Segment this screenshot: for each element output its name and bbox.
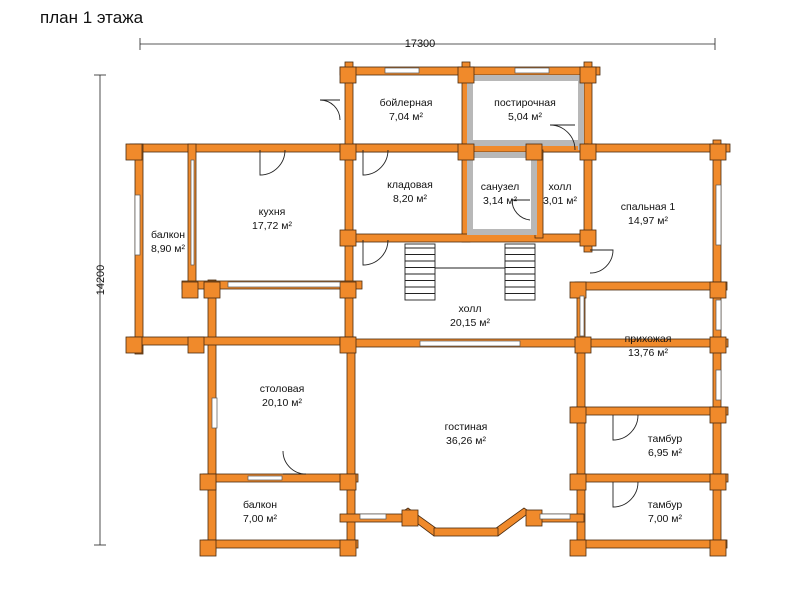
room-name-kitchen: кухня (259, 206, 286, 218)
doors (259, 99, 639, 508)
room-area-balcony-left: 8,90 м² (151, 243, 186, 255)
room-name-storage: кладовая (387, 179, 433, 191)
room-area-bedroom: 14,97 м² (628, 215, 668, 227)
room-name-entry: прихожая (625, 333, 672, 345)
room-name-bedroom: спальная 1 (621, 201, 676, 213)
dimension-lines: 17300 14200 (94, 38, 716, 546)
room-area-hall: 20,15 м² (450, 317, 490, 329)
room-area-balcony-bottom: 7,00 м² (243, 513, 278, 525)
room-name-balcony-left: балкон (151, 229, 185, 241)
width-dimension: 17300 (405, 38, 436, 50)
watermark: woodencottage.at.ua (628, 583, 794, 597)
room-area-bathroom: 3,14 м² (483, 195, 518, 207)
height-dimension: 14200 (95, 265, 107, 296)
room-area-boiler: 7,04 м² (389, 111, 424, 123)
room-name-small-hall: холл (549, 181, 572, 193)
room-area-kitchen: 17,72 м² (252, 220, 292, 232)
room-area-entry: 13,76 м² (628, 347, 668, 359)
room-name-boiler: бойлерная (380, 97, 433, 109)
room-name-hall: холл (459, 303, 482, 315)
room-name-bathroom: санузел (481, 181, 519, 193)
room-name-dining: столовая (260, 383, 305, 395)
room-name-vestibule-2: тамбур (648, 499, 683, 511)
room-area-vestibule-1: 6,95 м² (648, 447, 683, 459)
windows (134, 67, 722, 520)
room-name-balcony-bottom: балкон (243, 499, 277, 511)
room-area-laundry: 5,04 м² (508, 111, 543, 123)
room-name-vestibule-1: тамбур (648, 433, 683, 445)
room-area-small-hall: 3,01 м² (543, 195, 578, 207)
room-name-living: гостиная (445, 421, 488, 433)
staircase (404, 243, 536, 301)
room-name-laundry: постирочная (494, 97, 556, 109)
room-area-vestibule-2: 7,00 м² (648, 513, 683, 525)
room-area-living: 36,26 м² (446, 435, 486, 447)
room-area-storage: 8,20 м² (393, 193, 428, 205)
room-area-dining: 20,10 м² (262, 397, 302, 409)
walls (129, 61, 731, 553)
room-labels: бойлерная 7,04 м² постирочная 5,04 м² ку… (151, 97, 683, 525)
log-ends (125, 66, 727, 557)
plan-title: план 1 этажа (40, 8, 144, 27)
